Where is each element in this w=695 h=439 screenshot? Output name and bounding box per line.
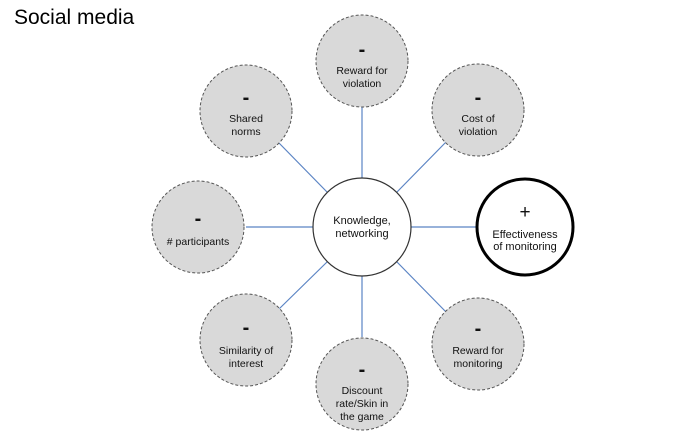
factor-node-shared-norms: - Shared norms [199, 64, 293, 158]
outcome-label-line-1: Effectiveness [492, 229, 558, 241]
factor-label-line-1: Reward for [336, 65, 388, 77]
center-node-label-line-2: networking [335, 228, 388, 240]
factor-label-line-2: norms [231, 126, 260, 138]
factor-node-similarity-of-interest: - Similarity of interest [199, 293, 293, 387]
center-node-label-line-1: Knowledge, [333, 215, 391, 227]
factor-label-line-1: Reward for [452, 345, 504, 357]
factor-label-line-2: violation [343, 78, 382, 90]
factor-label-line-2: interest [229, 358, 264, 370]
factor-circle [315, 337, 409, 431]
connector-cost-of-violation [396, 140, 448, 193]
factor-label-line-2: violation [459, 126, 498, 138]
connector-similarity-of-interest [278, 261, 328, 310]
factor-label-line-1: Similarity of [219, 345, 273, 357]
factor-label-line-1: # participants [167, 236, 229, 248]
connectors [246, 107, 476, 337]
factor-node-discount-rate: - Discount rate/Skin in the game [315, 337, 409, 431]
factor-label-line-2: monitoring [453, 358, 502, 370]
factor-node-reward-for-monitoring: - Reward for monitoring [431, 297, 525, 391]
page-title: Social media [14, 6, 135, 29]
factor-sign: - [359, 359, 366, 381]
factor-node-reward-for-violation: - Reward for violation [315, 14, 409, 108]
outcome-label-line-2: of monitoring [493, 241, 557, 253]
factor-circle [431, 297, 525, 391]
factor-sign: - [475, 318, 482, 340]
factor-sign: - [243, 87, 250, 109]
factor-circle [199, 64, 293, 158]
factor-label-line-1: Cost of [461, 113, 494, 125]
factor-label-line-3: the game [340, 411, 384, 423]
outcome-sign: + [519, 202, 530, 223]
factor-circle [199, 293, 293, 387]
outcome-node-circle [475, 177, 575, 277]
factor-label-line-1: Shared [229, 113, 263, 125]
factor-sign: - [359, 39, 366, 61]
center-node: Knowledge, networking [312, 177, 412, 277]
center-node-circle [312, 177, 412, 277]
factor-circle [315, 14, 409, 108]
factor-sign: - [243, 317, 250, 339]
factor-circle [151, 180, 245, 274]
factor-node-participants: - # participants [151, 180, 245, 274]
factor-sign: - [195, 208, 202, 230]
outcome-node: + Effectiveness of monitoring [475, 177, 575, 277]
factor-label-line-1: Discount [342, 385, 383, 397]
factor-label-line-2: rate/Skin in [336, 398, 389, 410]
connector-shared-norms [278, 142, 328, 193]
factor-sign: - [475, 87, 482, 109]
factor-circle [431, 63, 525, 157]
factor-node-cost-of-violation: - Cost of violation [431, 63, 525, 157]
connector-reward-for-monitoring [396, 261, 448, 314]
